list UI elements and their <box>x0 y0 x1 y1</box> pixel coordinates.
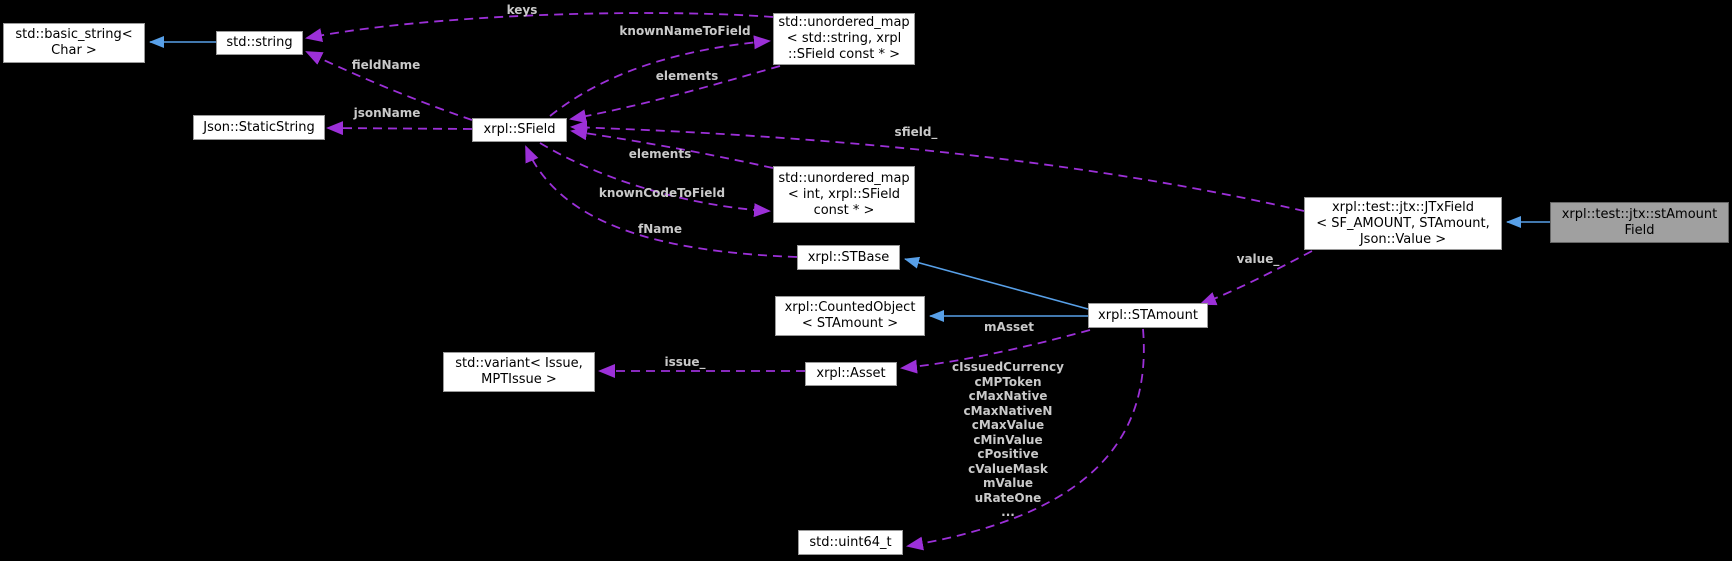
member-name: cIssuedCurrency <box>952 360 1064 374</box>
class-node-label: const * > <box>813 202 875 218</box>
class-node-label: Json::StaticString <box>203 119 315 135</box>
member-name: cPositive <box>977 447 1039 461</box>
class-node-xrpl-countedobject[interactable]: xrpl::CountedObject < STAmount > <box>775 296 925 336</box>
class-node-label: std::variant< Issue, <box>455 356 583 371</box>
class-node-label: Json::Value > <box>1359 231 1447 247</box>
member-name: cMinValue <box>973 432 1043 447</box>
member-name: cValueMask <box>968 461 1048 476</box>
class-node-std-basic-string[interactable]: std::basic_string< Char > <box>3 23 145 63</box>
member-name: cMPToken <box>974 374 1042 389</box>
edge-label-known-code-to-field: knownCodeToField <box>598 186 726 200</box>
class-node-xrpl-asset[interactable]: xrpl::Asset <box>805 362 897 386</box>
class-node-stamountfield-current: xrpl::test::jtx::stAmount Field <box>1550 202 1729 243</box>
edge-label-sfield: sfield_ <box>894 125 938 139</box>
class-node-label: xrpl::CountedObject <box>784 300 916 315</box>
class-node-label: std::uint64_t <box>809 534 892 550</box>
class-node-unordered-map-string-sfield[interactable]: std::unordered_map < std::string, xrpl :… <box>773 13 915 65</box>
class-node-label: < int, xrpl::SField <box>787 186 901 202</box>
class-node-label: xrpl::STBase <box>807 249 890 265</box>
class-node-label: Field <box>1624 222 1655 238</box>
member-name: cMaxNativeN <box>963 403 1053 418</box>
member-name: cMaxNative <box>968 389 1048 403</box>
class-node-label: xrpl::test::jtx::JTxField <box>1331 199 1475 215</box>
class-node-label: ::SField const * > <box>787 47 901 62</box>
edge-label-field-name: fieldName <box>351 58 421 72</box>
edge-label-m-asset: mAsset <box>984 320 1034 334</box>
edge-label-elements-mid: elements <box>628 147 692 161</box>
class-node-xrpl-sfield[interactable]: xrpl::SField <box>472 118 567 142</box>
class-node-label: std::string <box>226 35 293 50</box>
class-node-unordered-map-int-sfield[interactable]: std::unordered_map < int, xrpl::SField c… <box>773 166 915 223</box>
edge-label-uint64-members: cIssuedCurrency cMPToken cMaxNative cMax… <box>952 360 1064 520</box>
member-name: mValue <box>982 476 1034 490</box>
class-node-xrpl-stbase[interactable]: xrpl::STBase <box>797 245 900 270</box>
class-node-label: Char > <box>51 43 97 58</box>
edge-label-known-name-to-field: knownNameToField <box>619 24 751 38</box>
class-node-label: xrpl::Asset <box>816 366 886 381</box>
class-node-label: < STAmount > <box>801 316 899 331</box>
edge-label-elements-top: elements <box>655 69 719 83</box>
edge-label-keys: keys <box>506 3 538 17</box>
class-node-std-string[interactable]: std::string <box>216 31 303 55</box>
edge-label-value: value_ <box>1236 252 1280 266</box>
class-node-label: < SF_AMOUNT, STAmount, <box>1316 215 1490 231</box>
member-name: uRateOne <box>974 490 1042 505</box>
class-node-label: MPTIssue > <box>481 372 557 387</box>
member-name: cMaxValue <box>971 418 1045 432</box>
class-node-label: std::basic_string< <box>15 27 133 42</box>
class-node-std-variant-issue-mptissue[interactable]: std::variant< Issue, MPTIssue > <box>443 352 595 392</box>
edge-label-issue: issue_ <box>664 355 706 369</box>
class-node-label: std::unordered_map <box>778 170 910 186</box>
edge-label-f-name: fName <box>637 222 683 236</box>
class-node-label: std::unordered_map <box>778 15 910 30</box>
edge-label-json-name: jsonName <box>353 106 421 120</box>
class-node-label: xrpl::SField <box>483 122 556 137</box>
member-name: ... <box>1001 505 1015 519</box>
class-node-jtxfield[interactable]: xrpl::test::jtx::JTxField < SF_AMOUNT, S… <box>1304 197 1502 250</box>
class-node-label: xrpl::test::jtx::stAmount <box>1561 206 1718 222</box>
class-node-std-uint64-t[interactable]: std::uint64_t <box>798 530 903 555</box>
class-node-label: < std::string, xrpl <box>786 31 902 46</box>
class-node-xrpl-stamount[interactable]: xrpl::STAmount <box>1088 303 1208 328</box>
class-node-json-staticstring[interactable]: Json::StaticString <box>193 115 325 140</box>
class-node-label: xrpl::STAmount <box>1098 307 1198 323</box>
